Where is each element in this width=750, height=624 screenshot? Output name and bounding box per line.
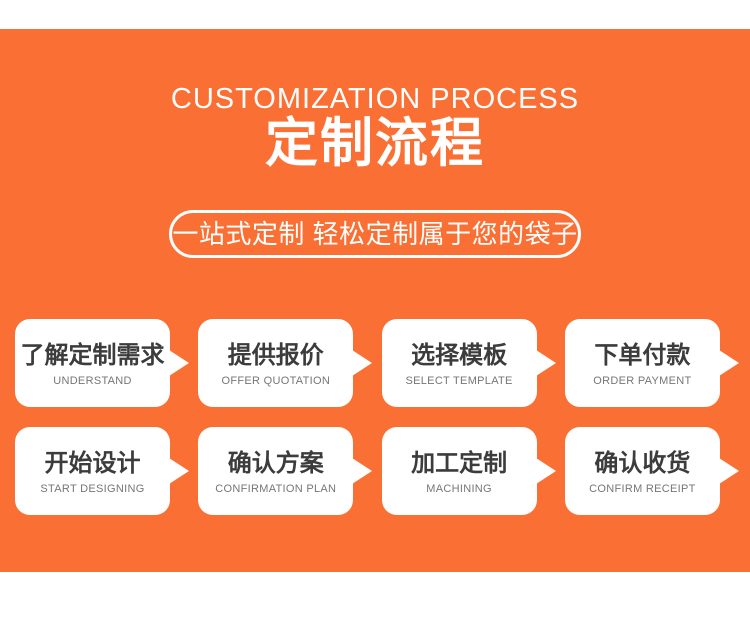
step-card: 选择模板 SELECT TEMPLATE bbox=[381, 319, 556, 407]
arrow-right-icon bbox=[718, 458, 739, 484]
arrow-right-icon bbox=[352, 350, 373, 376]
arrow-right-icon bbox=[352, 458, 373, 484]
step-card: 开始设计 START DESIGNING bbox=[15, 427, 189, 515]
step-label-cn: 开始设计 bbox=[44, 449, 141, 477]
step-label-cn: 确认方案 bbox=[227, 449, 324, 477]
arrow-right-icon bbox=[535, 458, 556, 484]
step-label-cn: 了解定制需求 bbox=[20, 341, 165, 369]
slogan-pill: 一站式定制 轻松定制属于您的袋子 bbox=[169, 210, 581, 258]
arrow-right-icon bbox=[535, 350, 556, 376]
arrow-right-icon bbox=[169, 458, 189, 484]
step-label-en: OFFER QUOTATION bbox=[221, 374, 331, 387]
step-label-en: SELECT TEMPLATE bbox=[405, 374, 513, 387]
step-label-en: MACHINING bbox=[426, 482, 492, 495]
step-card: 确认收货 CONFIRM RECEIPT bbox=[564, 427, 739, 515]
step-card: 下单付款 ORDER PAYMENT bbox=[564, 319, 739, 407]
step-label-cn: 加工定制 bbox=[411, 449, 508, 477]
step-label-cn: 提供报价 bbox=[227, 341, 324, 369]
step-card: 了解定制需求 UNDERSTAND bbox=[15, 319, 189, 407]
step-label-en: CONFIRM RECEIPT bbox=[589, 482, 696, 495]
step-label-en: ORDER PAYMENT bbox=[593, 374, 692, 387]
step-label-en: START DESIGNING bbox=[40, 482, 145, 495]
step-label-cn: 选择模板 bbox=[411, 341, 508, 369]
step-card: 提供报价 OFFER QUOTATION bbox=[198, 319, 373, 407]
process-steps-grid: 了解定制需求 UNDERSTAND 提供报价 OFFER QUOTATION 选… bbox=[15, 319, 739, 515]
step-label-en: CONFIRMATION PLAN bbox=[215, 482, 337, 495]
step-label-cn: 确认收货 bbox=[594, 449, 691, 477]
section-title-en: CUSTOMIZATION PROCESS bbox=[170, 83, 580, 115]
customization-process-section: CUSTOMIZATION PROCESS 定制流程 一站式定制 轻松定制属于您… bbox=[0, 29, 750, 572]
step-label-cn: 下单付款 bbox=[594, 341, 691, 369]
arrow-right-icon bbox=[718, 350, 739, 376]
step-card: 加工定制 MACHINING bbox=[381, 427, 556, 515]
section-title-cn: 定制流程 bbox=[265, 114, 485, 173]
step-label-en: UNDERSTAND bbox=[53, 374, 132, 387]
arrow-right-icon bbox=[169, 350, 189, 376]
slogan-text: 一站式定制 轻松定制属于您的袋子 bbox=[172, 219, 578, 249]
step-card: 确认方案 CONFIRMATION PLAN bbox=[198, 427, 373, 515]
